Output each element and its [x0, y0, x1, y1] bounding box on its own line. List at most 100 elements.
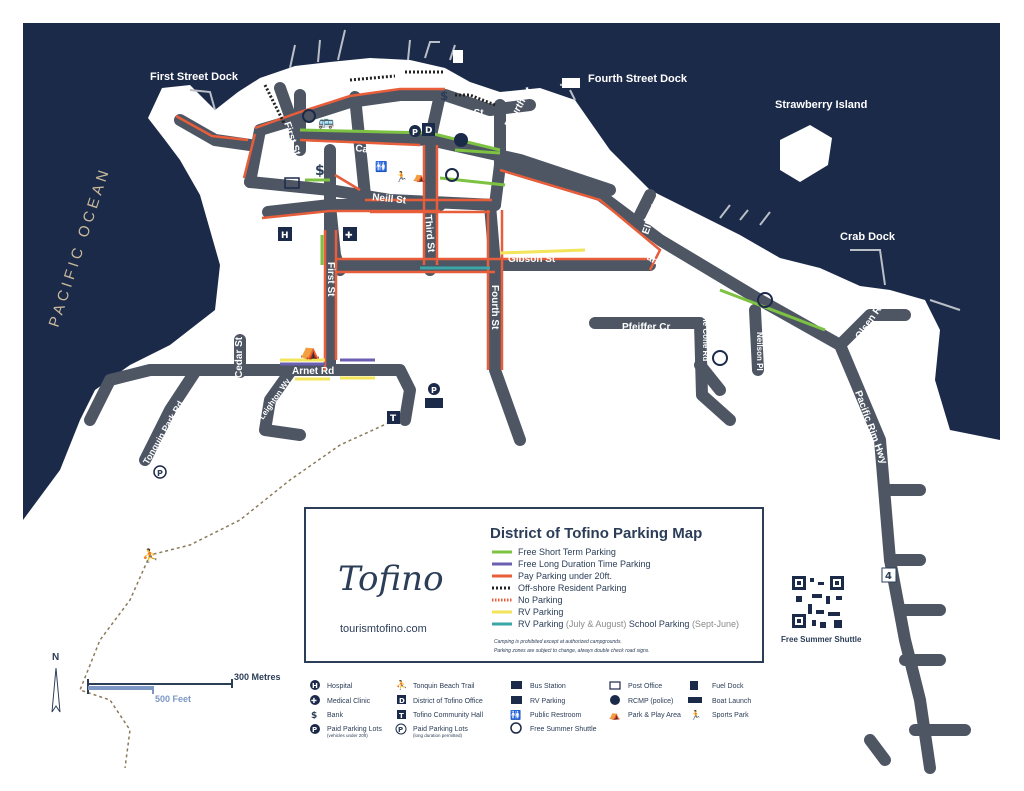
- paid-parking-lines: [175, 87, 662, 370]
- key-rv-parking: RV Parking: [530, 698, 565, 705]
- shuttle-icon-3: [712, 350, 728, 366]
- website-link[interactable]: tourismtofino.com: [340, 623, 427, 635]
- rv-parking-lines: [280, 248, 586, 381]
- paid-parking-icon-3: [153, 465, 167, 479]
- key-paid-parking-sub: (vehicles under 20ft): [327, 733, 368, 738]
- legend-note-1: Camping is prohibited except at authoriz…: [494, 639, 622, 645]
- resident-parking-lines: [263, 70, 496, 126]
- legend-pay-parking: Pay Parking under 20ft.: [518, 571, 612, 581]
- sports-park-icon: 🏃: [395, 170, 407, 183]
- park-play-icon: ⛺: [413, 172, 425, 183]
- strawberry-island-label: Strawberry Island: [775, 99, 867, 111]
- qr-code[interactable]: [790, 574, 846, 630]
- svg-text:✚: ✚: [345, 231, 353, 241]
- legend-free-long-duration: Free Long Duration Time Parking: [518, 559, 651, 569]
- bank-icon: $: [315, 163, 325, 179]
- svg-text:P: P: [398, 726, 403, 734]
- scale-feet-label: 500 Feet: [155, 694, 191, 704]
- fourth-street-dock-label: Fourth Street Dock: [588, 73, 688, 85]
- svg-text:🏃: 🏃: [690, 709, 701, 721]
- hospital-icon: [278, 227, 292, 241]
- svg-text:H: H: [281, 231, 289, 241]
- fuel-dock-icon: [453, 50, 463, 63]
- paid-parking-icon-1: [409, 125, 421, 137]
- street-pfeiffer-cr: Pfeiffer Cr: [622, 322, 670, 333]
- park-play-icon-2: ⛺: [300, 341, 320, 360]
- key-paid-parking: Paid Parking Lots: [327, 726, 382, 733]
- strawberry-island: [780, 125, 832, 182]
- paid-parking-icon-2: [428, 383, 440, 395]
- scale-metres-label: 300 Metres: [234, 672, 281, 682]
- street-neill-st: Neill St: [372, 192, 408, 207]
- scale-bar: [87, 679, 233, 694]
- svg-text:T: T: [399, 712, 404, 720]
- first-street-dock-label: First Street Dock: [150, 71, 239, 83]
- svg-text:🚻: 🚻: [510, 709, 521, 721]
- shuttle-icon-4: [757, 292, 773, 308]
- svg-text:D: D: [425, 126, 432, 136]
- svg-text:P: P: [312, 726, 317, 734]
- legend-items: Free Short Term Parking Free Long Durati…: [492, 547, 739, 654]
- key-medical-clinic: Medical Clinic: [327, 698, 371, 705]
- street-fourth-st: Fourth St: [489, 285, 500, 330]
- legend-no-parking: No Parking: [518, 595, 563, 605]
- map-icons: H ✚ $ 🚌 P D $ 🚻 🏃 ⛺ ⛺ P T P ⛹: [142, 50, 773, 564]
- icon-key: H Hospital ✚ Medical Clinic $ Bank P Pai…: [310, 679, 751, 738]
- svg-text:N: N: [52, 652, 59, 663]
- key-restroom: Public Restroom: [530, 712, 582, 719]
- beach-trail-icon: ⛹: [142, 547, 158, 564]
- street-neilson-pl: Neilson Pl: [755, 332, 764, 371]
- post-office-icon: [284, 177, 300, 189]
- legend-note-2: Parking zones are subject to change, alw…: [494, 648, 650, 654]
- district-office-icon: [422, 123, 435, 136]
- tonquin-trail: [79, 419, 396, 769]
- key-rcmp: RCMP (police): [628, 698, 673, 705]
- key-beach-trail: Tonquin Beach Trail: [413, 683, 475, 690]
- legend-rv-school-parking: RV Parking (July & August) School Parkin…: [518, 619, 739, 629]
- medical-clinic-icon: [343, 227, 357, 241]
- boat-launch-icon: [562, 78, 580, 88]
- bus-station-icon: 🚌: [318, 115, 334, 130]
- key-bank: Bank: [327, 712, 343, 719]
- key-park-play: Park & Play Area: [628, 712, 681, 719]
- long-duration-lines: [280, 358, 375, 366]
- legend-resident-parking: Off-shore Resident Parking: [518, 583, 626, 593]
- svg-text:H: H: [312, 682, 318, 690]
- street-cedar-st: Cedar St: [234, 336, 245, 378]
- street-third-st: Third St: [422, 214, 436, 253]
- key-paid-parking-long: Paid Parking Lots: [413, 726, 468, 733]
- street-arnet-rd: Arnet Rd: [292, 366, 334, 377]
- key-hospital: Hospital: [327, 683, 353, 690]
- svg-text:⛺: ⛺: [609, 711, 620, 721]
- key-community-hall: Tofino Community Hall: [413, 712, 483, 719]
- legend-box: [304, 507, 764, 663]
- rcmp-icon: [454, 133, 468, 147]
- key-fuel-dock: Fuel Dock: [712, 683, 744, 690]
- svg-text:T: T: [390, 414, 397, 424]
- highway-shield-icon: [881, 567, 897, 583]
- rv-parking-icon: [425, 398, 443, 408]
- key-shuttle: Free Summer Shuttle: [530, 726, 597, 733]
- crab-dock-label: Crab Dock: [840, 231, 896, 243]
- legend-free-short-term: Free Short Term Parking: [518, 547, 616, 557]
- tofino-logo: Tofino: [338, 559, 444, 599]
- svg-text:P: P: [157, 469, 163, 478]
- free-short-term-lines: [299, 128, 826, 332]
- key-district-office: District of Tofino Office: [413, 698, 483, 705]
- svg-text:✚: ✚: [311, 697, 317, 705]
- street-main-st: Main St: [448, 108, 484, 119]
- svg-text:$: $: [311, 711, 317, 721]
- restroom-icon: 🚻: [375, 160, 387, 173]
- legend-title: District of Tofino Parking Map: [490, 525, 702, 542]
- svg-text:P: P: [412, 128, 418, 137]
- street-gibson-st: Gibson St: [508, 254, 556, 265]
- community-hall-icon: [387, 411, 400, 424]
- shuttle-icon-1: [302, 109, 316, 123]
- key-bus-station: Bus Station: [530, 683, 566, 690]
- key-boat-launch: Boat Launch: [712, 698, 751, 705]
- street-first-st: First St: [325, 262, 336, 297]
- key-paid-parking-long-sub: (long duration permitted): [413, 733, 463, 738]
- svg-text:P: P: [431, 386, 437, 395]
- key-post-office: Post Office: [628, 683, 662, 690]
